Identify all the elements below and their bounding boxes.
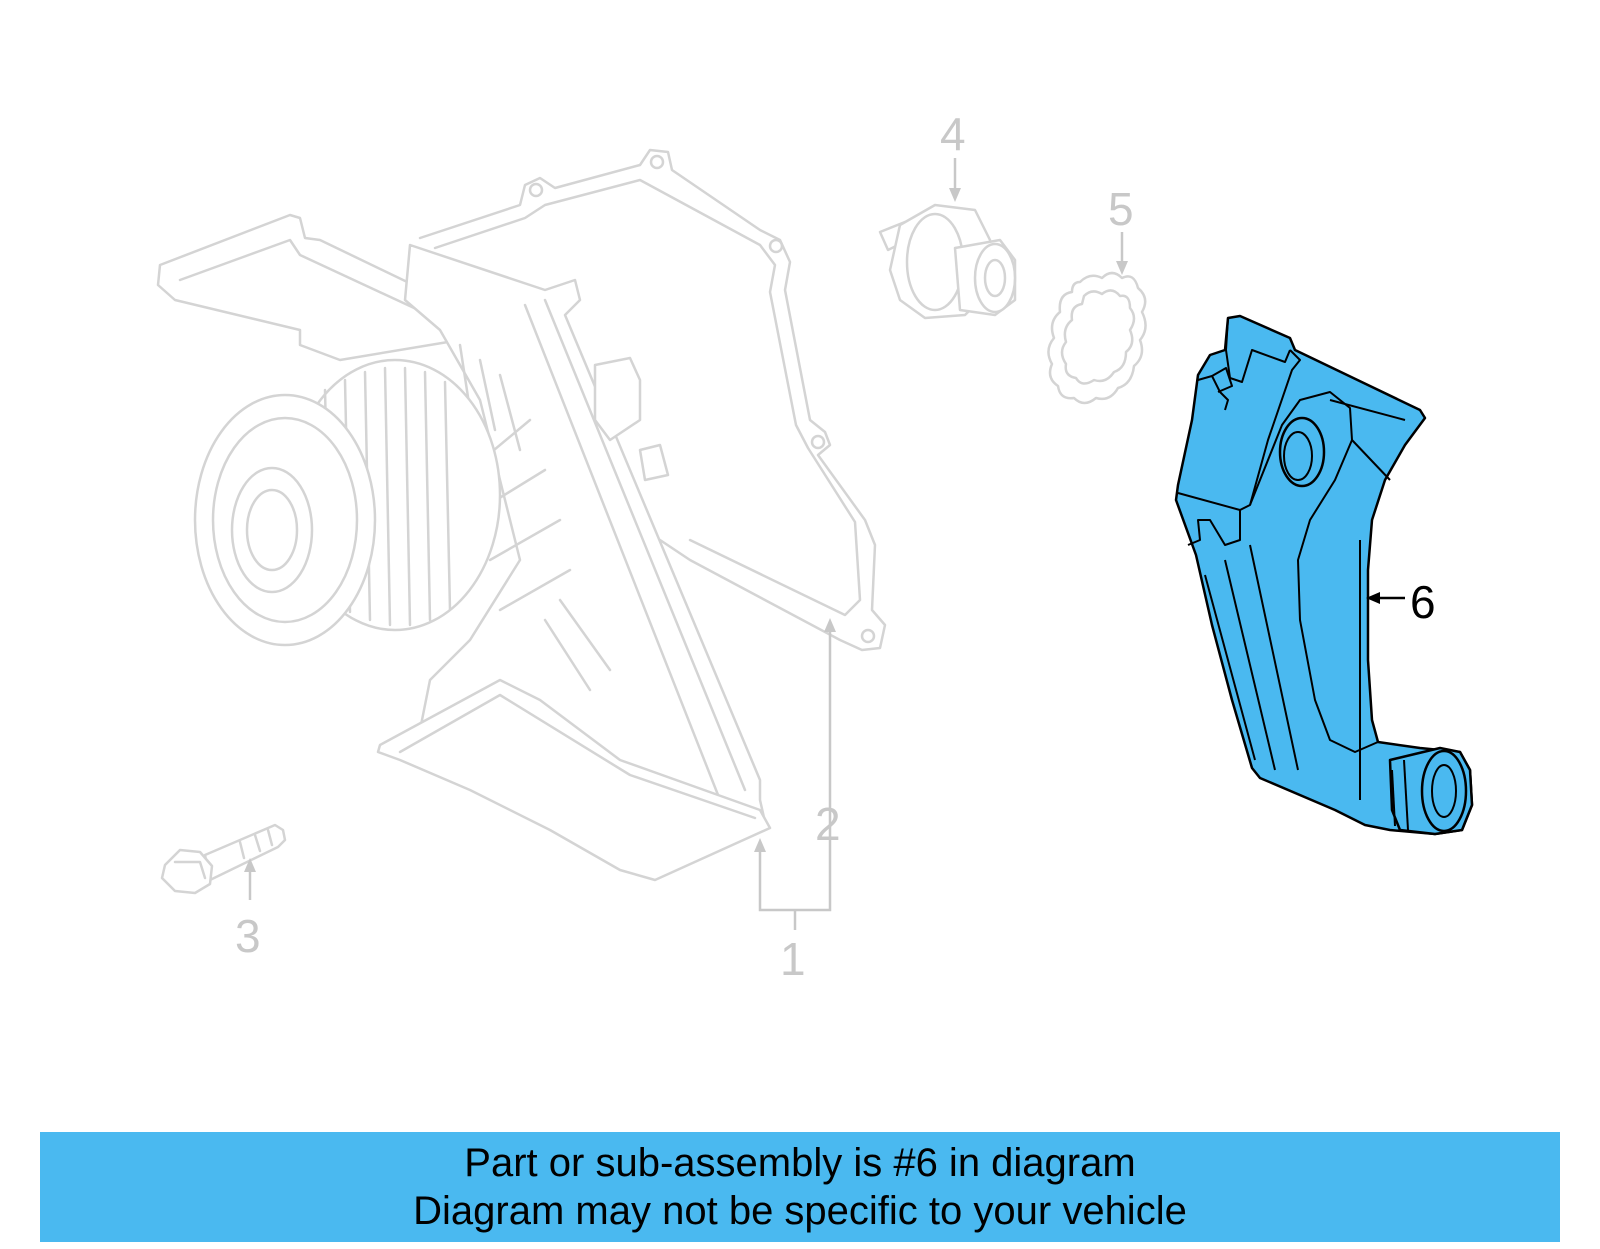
callout-5: 5 <box>1108 183 1134 235</box>
banner-line-2: Diagram may not be specific to your vehi… <box>413 1189 1187 1233</box>
water-pump-part-1 <box>156 213 772 882</box>
callout-6: 6 <box>1410 576 1436 628</box>
callout-2: 2 <box>815 798 841 850</box>
callout-1: 1 <box>780 933 806 985</box>
leader-lines <box>244 158 1405 930</box>
bolt-part-3 <box>160 823 287 895</box>
info-banner: Part or sub-assembly is #6 in diagram Di… <box>40 1132 1560 1242</box>
plug-part-4 <box>878 203 1017 320</box>
callout-3: 3 <box>235 910 261 962</box>
parts-diagram: 1 2 3 4 5 6 <box>156 108 1474 985</box>
callout-4: 4 <box>940 108 966 160</box>
gasket-part-2 <box>418 148 887 652</box>
seal-part-5 <box>1047 271 1147 405</box>
bracket-part-6 <box>1174 314 1474 836</box>
banner-line-1: Part or sub-assembly is #6 in diagram <box>464 1141 1136 1185</box>
